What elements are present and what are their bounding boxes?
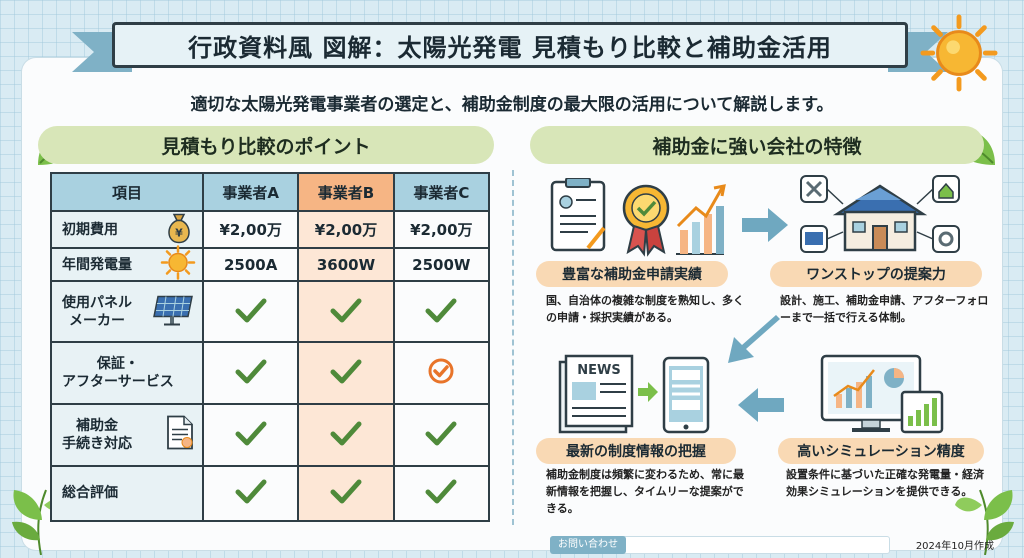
news-label: NEWS [577,363,620,378]
row-label-cell: 保証・ アフターサービス [50,341,204,406]
svg-text:¥: ¥ [175,226,183,239]
table-row: 補助金 手続き対応 [50,403,491,467]
table-row: 保証・ アフターサービス [50,341,491,406]
creation-date: 2024年10月作成 [915,541,994,552]
row-label-cell: 初期費用 ¥ [50,209,204,250]
one-stop-illustration [800,175,960,253]
row-label-cell: 補助金 手続き対応 [50,403,204,467]
feature-title-1: 豊富な補助金申請実績 [536,261,728,287]
arrow-down-left-icon [728,315,780,363]
check-icon [201,403,300,467]
contact-button[interactable]: お問い合わせ [550,536,626,554]
table-header-row: 項目 事業者A 事業者B 事業者C [50,172,491,212]
feature-desc-3: 補助金制度は頻繁に変わるため、常に最新情報を把握し、タイムリーな提案ができる。 [546,468,744,515]
arrow-left-icon [738,388,784,422]
news-info-illustration: NEWS [558,354,710,434]
row-label: 使用パネル メーカー [62,294,132,329]
table-row: 使用パネル メーカー [50,279,491,344]
row-label: 総合評価 [62,485,118,502]
table-row: 初期費用¥¥2,00万¥2,00万¥2,00万 [50,209,491,250]
leaf-icon [955,489,1014,555]
row-label-cell: 使用パネル メーカー [50,279,204,344]
feature-title-2: ワンストップの提案力 [770,261,982,287]
check-icon [297,403,395,467]
comparison-table: 項目 事業者A 事業者B 事業者C 初期費用¥¥2,00万¥2,00万¥2,00… [50,172,491,523]
column-header: 項目 [50,172,204,212]
value-cell: 3600W [297,247,395,282]
row-label: 年間発電量 [62,256,132,273]
check-icon [297,341,395,406]
right-section-heading: 補助金に強い会社の特徴 [530,126,984,164]
feature-desc-2: 設計、施工、補助金申請、アフターフォローまで一括で行える体制。 [780,294,989,324]
check-icon [392,464,491,523]
feature-desc-1: 国、自治体の複雑な制度を熟知し、多くの申請・採択実績がある。 [546,294,744,324]
simulation-illustration [820,354,944,434]
value-cell: ¥2,00万 [297,209,395,250]
check-icon [297,464,395,523]
left-section-heading: 見積もり比較のポイント [38,126,494,164]
arrow-right-icon [742,208,788,242]
check-icon [201,341,300,406]
circle-check-icon [392,341,491,406]
row-label-cell: 総合評価 [50,464,204,523]
column-header: 事業者A [201,172,300,212]
check-icon [297,279,395,344]
feature-title-3: 最新の制度情報の把握 [536,438,736,464]
row-label-cell: 年間発電量 [50,244,204,282]
title-ribbon: 行政資料風 図解：太陽光発電 見積もり比較と補助金活用 [72,18,920,76]
subtitle: 適切な太陽光発電事業者の選定と、補助金制度の最大限の活用について解説します。 [190,95,834,115]
value-cell: ¥2,00万 [392,209,491,250]
table-row: 総合評価 [50,464,491,523]
solar-panel-icon [152,292,196,331]
column-header-highlighted: 事業者B [297,172,395,212]
feature-title-4: 高いシミュレーション精度 [778,438,984,464]
application-record-illustration [550,178,726,257]
check-icon [392,403,491,467]
value-cell: ¥2,00万 [201,209,300,250]
sun-icon [920,14,998,92]
document-icon [164,414,196,455]
row-label: 初期費用 [62,221,118,238]
value-cell: 2500A [201,247,300,282]
value-cell: 2500W [392,247,491,282]
page-title: 行政資料風 図解：太陽光発電 見積もり比較と補助金活用 [112,22,908,68]
money-bag-icon: ¥ [162,210,196,249]
feature-desc-4: 設置条件に基づいた正確な発電量・経済効果シミュレーションを提供できる。 [786,468,984,498]
row-label: 補助金 手続き対応 [62,417,132,452]
check-icon [201,464,300,523]
sun-icon [160,244,196,285]
check-icon [201,279,300,344]
row-label: 保証・ アフターサービス [62,356,174,391]
check-icon [392,279,491,344]
column-header: 事業者C [392,172,491,212]
divider [512,170,514,525]
